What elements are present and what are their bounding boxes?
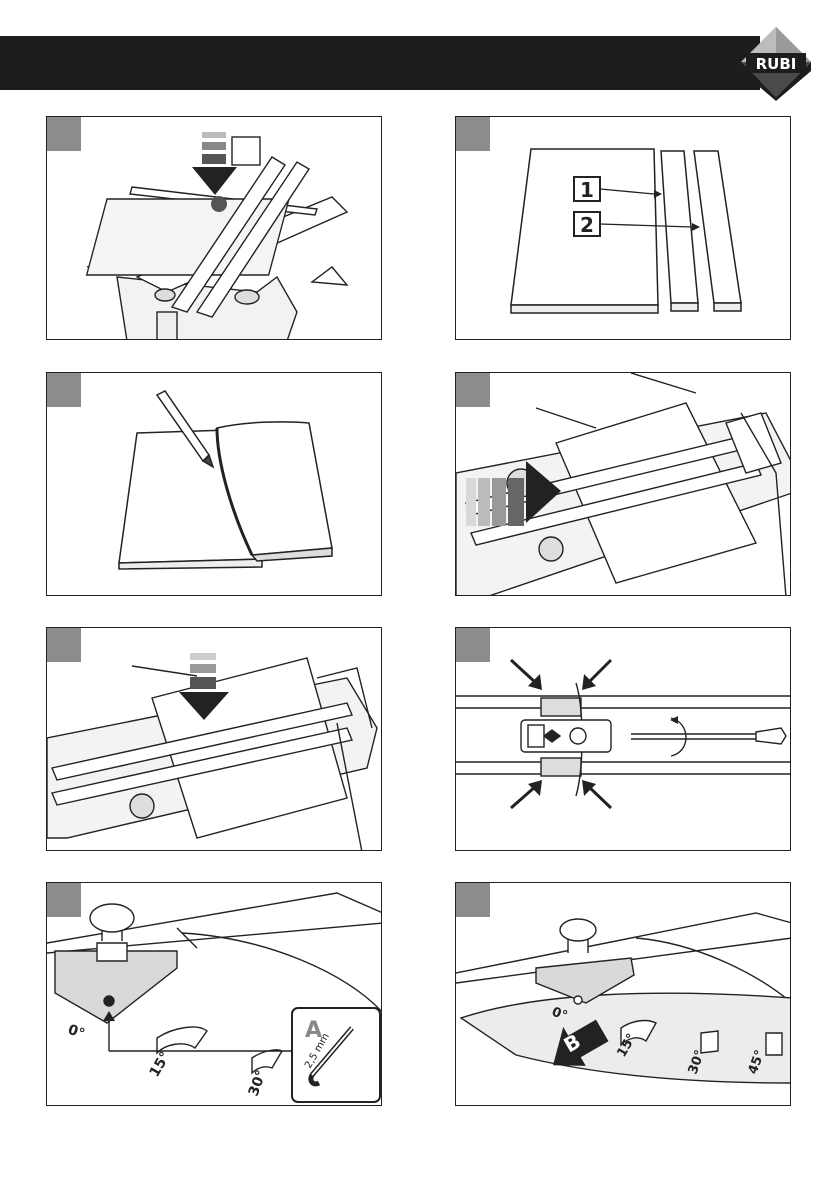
breaking-illustration (47, 628, 382, 851)
logo-text: RUBI (756, 55, 797, 73)
panel-7-hex-key: A 2,5 mm 0° 15° 30° (46, 882, 382, 1106)
scoring-illustration (456, 373, 791, 596)
step-number-box (456, 373, 490, 407)
guide-adjust-illustration (456, 628, 791, 851)
angle-15: 15° (147, 1049, 174, 1080)
header-bar (0, 36, 760, 90)
panel-8-angle-marker: B 0° 15° 30° 45° (455, 882, 791, 1106)
step-number-box (47, 373, 81, 407)
callout-1: 1 (580, 178, 594, 202)
panel-4-score-tile (455, 372, 791, 596)
panel-3-mark-tile (46, 372, 382, 596)
angle-30: 30° (246, 1068, 270, 1098)
panel-5-break-tile (46, 627, 382, 851)
angle-marker-illustration: B 0° 15° 30° 45° (456, 883, 791, 1106)
pencil-illustration (47, 373, 382, 596)
panel-2-tile-strips: 1 2 (455, 116, 791, 340)
step-number-box (456, 883, 490, 917)
panel-6-adjust-guide (455, 627, 791, 851)
hex-key-illustration: A 2,5 mm 0° 15° 30° (47, 883, 382, 1106)
step-number-box (47, 117, 81, 151)
step-number-box (47, 883, 81, 917)
angle-0: 0° (66, 1022, 87, 1043)
step-number-box (47, 628, 81, 662)
cutter-illustration (47, 117, 382, 340)
step-number-box (456, 628, 490, 662)
rubi-logo: RUBI (737, 23, 815, 101)
tile-strips-illustration: 1 2 (456, 117, 791, 340)
callout-2: 2 (580, 213, 594, 237)
step-number-box (456, 117, 490, 151)
panel-1-press-tile (46, 116, 382, 340)
